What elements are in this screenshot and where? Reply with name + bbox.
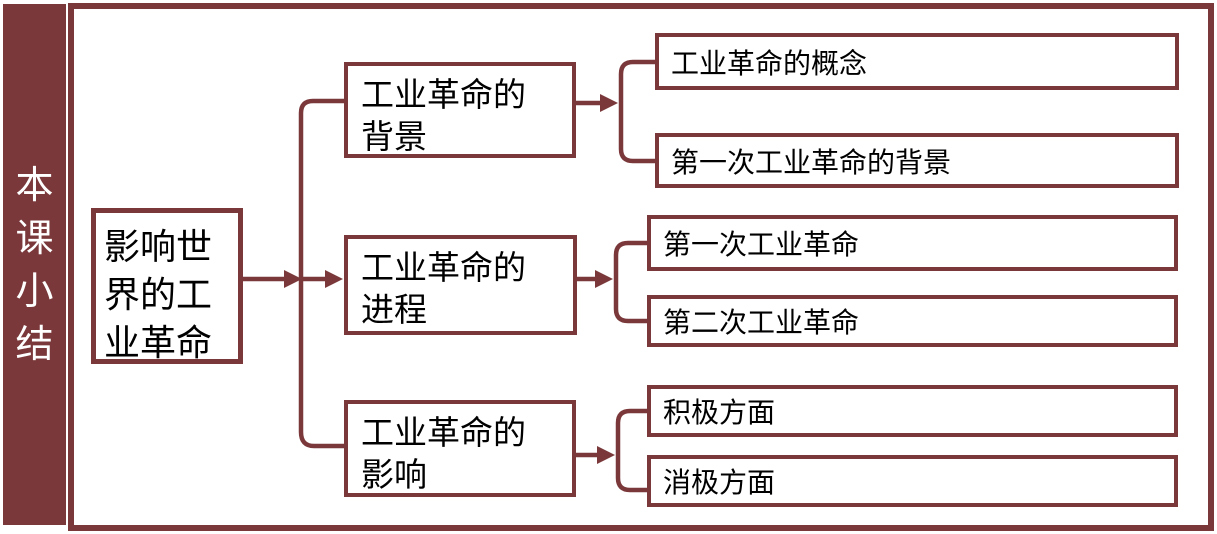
branch-node-line: 进程 [361,291,427,328]
leaf-node-first-revolution: 第一次工业革命 [647,215,1178,271]
arrowhead-icon [325,270,343,288]
branch-node-line: 工业革命的 [361,249,526,286]
leaf-node-label: 第一次工业革命的背景 [671,146,952,178]
arrowhead-icon [597,446,615,464]
lesson-summary-sidebar: 本 课 小 结 [3,4,66,525]
root-node-line: 业革命 [104,322,213,363]
leaf-node-label: 第二次工业革命 [663,307,860,338]
branch-node-line: 工业革命的 [361,414,526,451]
connector-trunk-bracket [298,98,345,449]
sidebar-title-char: 本 [15,165,54,207]
leaf-node-label: 消极方面 [663,467,776,498]
sidebar-title-char: 课 [15,218,54,260]
root-node-line: 影响世 [104,226,213,267]
branch-node-process: 工业革命的 进程 [344,235,577,335]
root-node-industrial-revolution: 影响世 界的工 业革命 [91,208,243,364]
connector-influence-bracket [615,408,649,493]
arrowhead-icon [600,94,618,112]
sidebar-title-char: 小 [15,271,54,313]
branch-node-line: 影响 [361,456,427,493]
branch-node-background: 工业革命的 背景 [344,62,576,158]
arrowhead-icon [595,270,613,288]
root-node-line: 界的工 [104,274,213,315]
leaf-node-first-revolution-background: 第一次工业革命的背景 [655,133,1179,188]
arrowhead-icon [284,270,302,288]
connector-process-bracket [613,240,649,324]
leaf-node-label: 第一次工业革命 [663,229,860,260]
leaf-node-label: 工业革命的概念 [671,47,868,79]
leaf-node-concept: 工业革命的概念 [655,33,1179,90]
branch-node-influence: 工业革命的 影响 [344,400,576,497]
connector-background-bracket [618,59,655,164]
branch-node-line: 背景 [361,118,427,155]
leaf-node-label: 积极方面 [663,397,776,428]
content-frame [68,3,1214,531]
sidebar-title-char: 结 [15,324,54,366]
leaf-node-positive-aspects: 积极方面 [647,385,1178,437]
leaf-node-negative-aspects: 消极方面 [647,455,1178,507]
leaf-node-second-revolution: 第二次工业革命 [647,295,1178,347]
branch-node-line: 工业革命的 [361,76,526,113]
